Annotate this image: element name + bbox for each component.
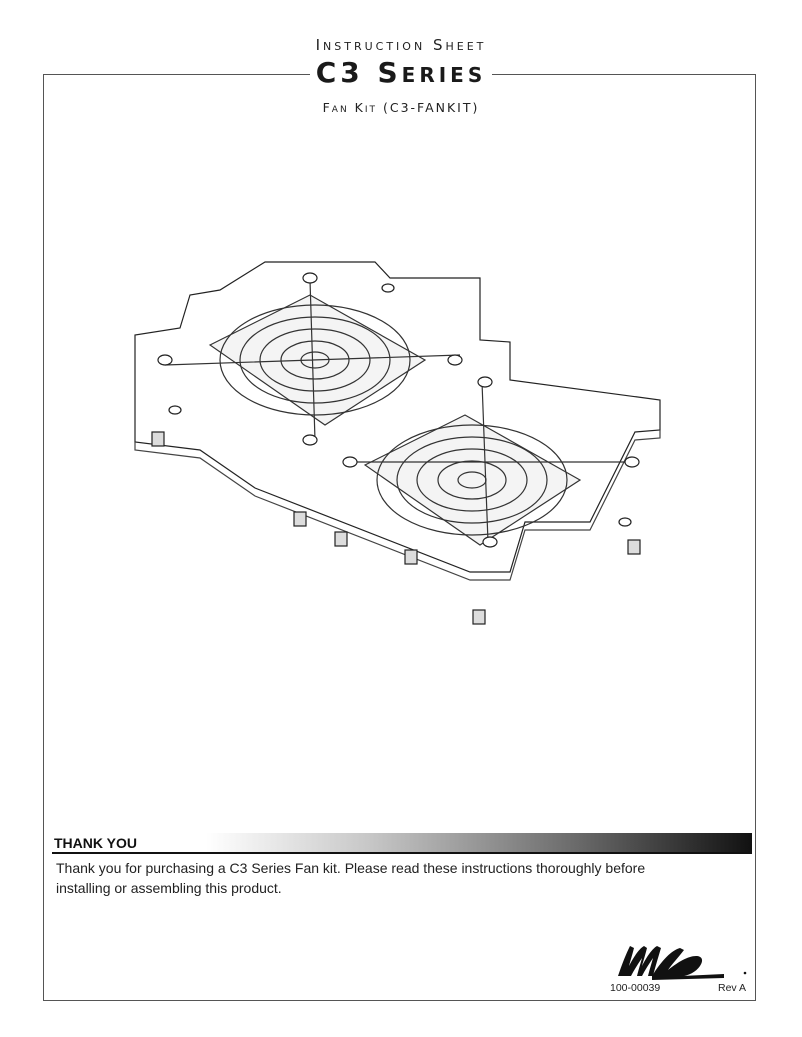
series-title: C3 Series <box>309 56 493 90</box>
series-title-wrap: C3 Series <box>0 56 802 90</box>
section-title: THANK YOU <box>54 835 137 851</box>
mounting-plate <box>134 261 661 573</box>
thank-you-text: Thank you for purchasing a C3 Series Fan… <box>56 860 646 896</box>
screw <box>157 272 640 548</box>
document-number: 100-00039 <box>610 982 661 994</box>
fan-2-housing <box>363 414 582 546</box>
fan-2-guard <box>348 381 630 543</box>
fan-kit-illustration <box>134 261 661 625</box>
section-divider <box>52 852 752 854</box>
foot <box>151 431 641 625</box>
middle-atlantic-logo-icon <box>618 946 747 980</box>
doc-type-heading: Instruction Sheet <box>315 36 487 54</box>
section-header-bar <box>52 833 752 853</box>
product-subtitle: Fan Kit (C3-FANKIT) <box>322 100 480 115</box>
fan-1-guard <box>164 279 461 441</box>
revision-label: Rev A <box>718 982 747 994</box>
